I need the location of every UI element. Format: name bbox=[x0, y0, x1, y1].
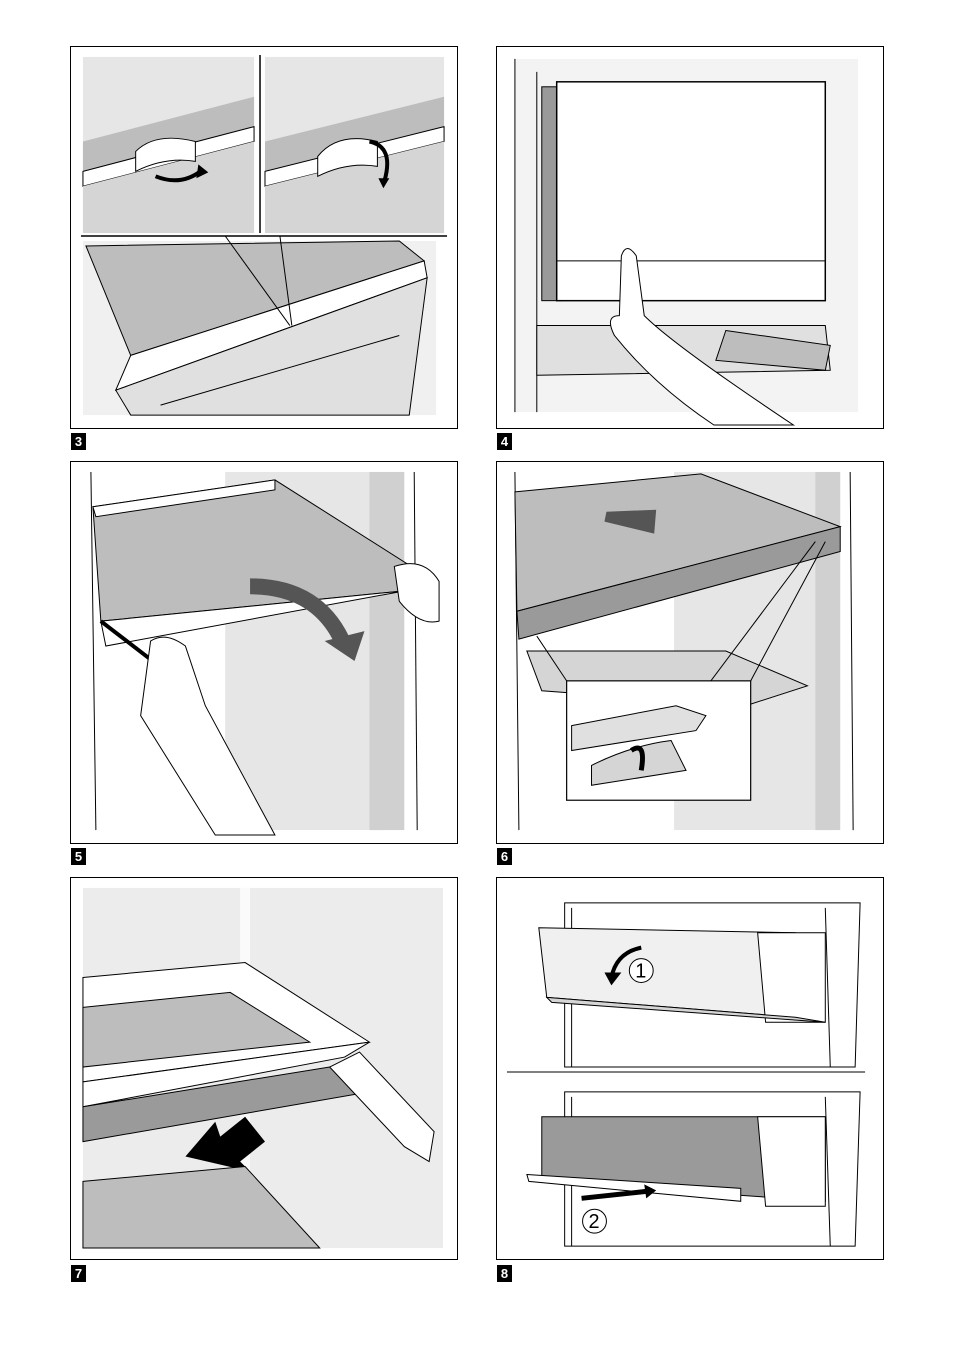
figure-label: 4 bbox=[497, 433, 512, 450]
figure-3-panel bbox=[70, 46, 458, 429]
figure-6-panel bbox=[496, 461, 884, 844]
figure-3-illustration bbox=[71, 47, 457, 428]
figure-label: 5 bbox=[71, 848, 86, 865]
figure-7-panel bbox=[70, 877, 458, 1260]
step-1-number: 1 bbox=[635, 960, 646, 982]
figure-label: 8 bbox=[497, 1265, 512, 1282]
figure-7-illustration bbox=[71, 878, 457, 1259]
step-2-number: 2 bbox=[589, 1211, 600, 1233]
figure-6-illustration bbox=[497, 462, 883, 843]
figure-8-illustration: 1 2 bbox=[497, 878, 883, 1259]
figure-5-illustration bbox=[71, 462, 457, 843]
figure-label: 3 bbox=[71, 433, 86, 450]
figure-label: 6 bbox=[497, 848, 512, 865]
figure-4-illustration bbox=[497, 47, 883, 428]
figure-label: 7 bbox=[71, 1265, 86, 1282]
figure-8-panel: 1 2 bbox=[496, 877, 884, 1260]
figure-4-panel bbox=[496, 46, 884, 429]
figure-5-panel bbox=[70, 461, 458, 844]
